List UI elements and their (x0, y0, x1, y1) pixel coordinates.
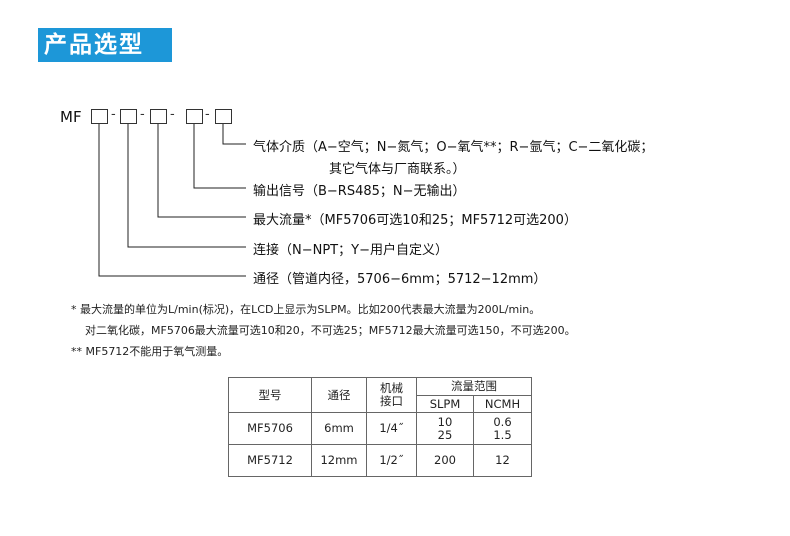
note-oxygen: ** MF5712不能用于氧气测量。 (71, 345, 229, 358)
option-connection: 连接（N−NPT；Y−用户自定义） (253, 243, 448, 258)
option-bore: 通径（管道内径，5706−6mm；5712−12mm） (253, 272, 547, 287)
code-box-max-flow (150, 109, 167, 124)
header-mech-line1: 机械 (380, 381, 403, 395)
section-title: 产品选型 (44, 32, 144, 58)
code-dash: - (170, 107, 175, 122)
header-bore: 通径 (311, 377, 367, 413)
connector-output (193, 124, 246, 189)
header-flow-range: 流量范围 (416, 377, 532, 396)
spec-table: 型号 通径 机械 接口 流量范围 SLPM NCMH MF5706 6mm 1/… (228, 377, 532, 477)
connector-bore (98, 124, 246, 277)
cell-ncmh-value: 0.6 (493, 414, 512, 429)
section-title-bar (38, 28, 172, 62)
table-row: MF5706 6mm 1/4˝ 10 25 0.6 1.5 (228, 412, 532, 445)
cell-bore: 12mm (311, 444, 367, 477)
connector-connection (127, 124, 246, 248)
header-slpm: SLPM (416, 395, 474, 413)
option-gas-medium-cont: 其它气体与厂商联系。） (329, 162, 466, 177)
connector-max-flow (157, 124, 246, 218)
cell-model: MF5712 (228, 444, 312, 477)
note-max-flow-unit: * 最大流量的单位为L/min(标况)，在LCD上显示为SLPM。比如200代表… (71, 303, 541, 316)
cell-port: 1/2˝ (366, 444, 417, 477)
cell-slpm-value: 10 (437, 414, 453, 429)
model-prefix: MF (60, 108, 82, 126)
code-dash: - (111, 107, 116, 122)
code-box-output (186, 109, 203, 124)
code-box-connection (120, 109, 137, 124)
cell-bore: 6mm (311, 412, 367, 445)
header-mech-port: 机械 接口 (366, 377, 417, 413)
cell-model: MF5706 (228, 412, 312, 445)
cell-ncmh-value: 1.5 (493, 427, 512, 442)
cell-slpm: 200 (416, 444, 474, 477)
cell-ncmh: 12 (473, 444, 532, 477)
code-box-bore (91, 109, 108, 124)
code-box-gas (215, 109, 232, 124)
option-output-signal: 输出信号（B−RS485；N−无输出） (253, 184, 466, 199)
header-mech-line2: 接口 (380, 394, 403, 408)
header-model: 型号 (228, 377, 312, 413)
code-dash: - (205, 107, 210, 122)
option-gas-medium: 气体介质（A−空气；N−氮气；O−氧气**；R−氩气；C−二氧化碳； (253, 140, 654, 155)
cell-slpm-value: 25 (437, 427, 453, 442)
connector-gas (222, 124, 246, 145)
table-row: MF5712 12mm 1/2˝ 200 12 (228, 444, 532, 477)
cell-port: 1/4˝ (366, 412, 417, 445)
cell-slpm: 10 25 (416, 412, 474, 445)
header-ncmh: NCMH (473, 395, 532, 413)
code-dash: - (140, 107, 145, 122)
cell-ncmh: 0.6 1.5 (473, 412, 532, 445)
note-co2: 对二氧化碳，MF5706最大流量可选10和20，不可选25；MF5712最大流量… (85, 324, 576, 337)
option-max-flow: 最大流量*（MF5706可选10和25；MF5712可选200） (253, 213, 577, 228)
